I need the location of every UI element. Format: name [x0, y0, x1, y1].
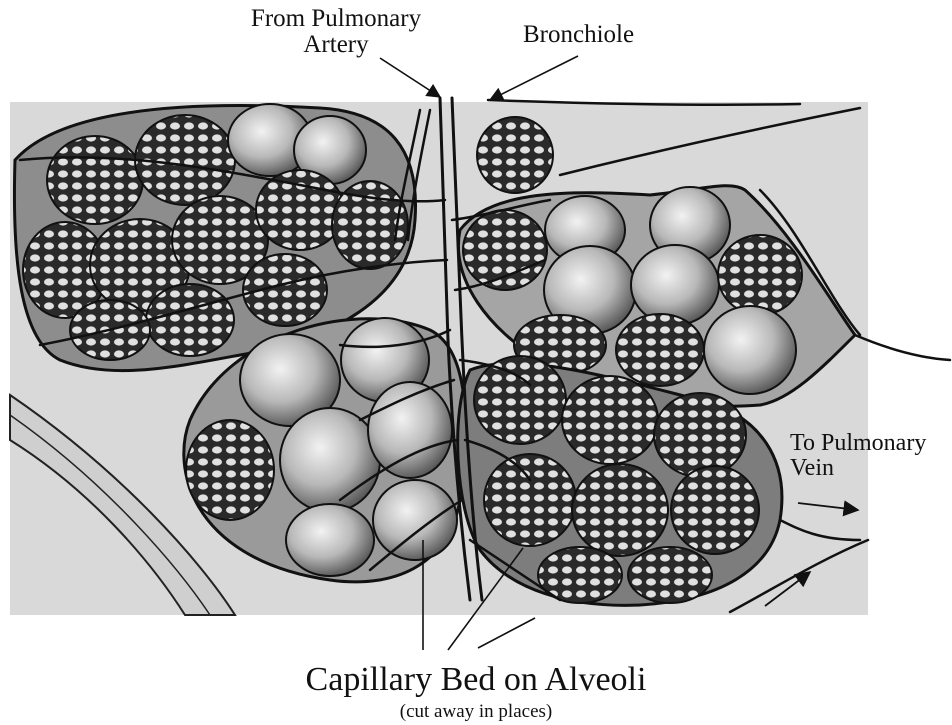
from-pulmonary-artery-label: From Pulmonary Artery [236, 6, 436, 59]
artery-pointer [380, 58, 440, 97]
from-pulmonary-artery-line-1: From Pulmonary [236, 6, 436, 32]
upper-alveolus [477, 117, 553, 193]
to-pulmonary-vein-label: To Pulmonary Vein [790, 431, 926, 481]
capillary-bed-label: Capillary Bed on Alveoli [0, 662, 952, 698]
capillary-pointer-3 [478, 618, 535, 648]
cut-away-note: (cut away in places) [0, 702, 952, 722]
bronchiole-label: Bronchiole [523, 22, 634, 48]
to-pulmonary-vein-line-2: Vein [790, 456, 926, 481]
to-pulmonary-vein-line-1: To Pulmonary [790, 431, 926, 456]
from-pulmonary-artery-line-2: Artery [236, 32, 436, 58]
bronchiole-pointer [490, 56, 578, 100]
